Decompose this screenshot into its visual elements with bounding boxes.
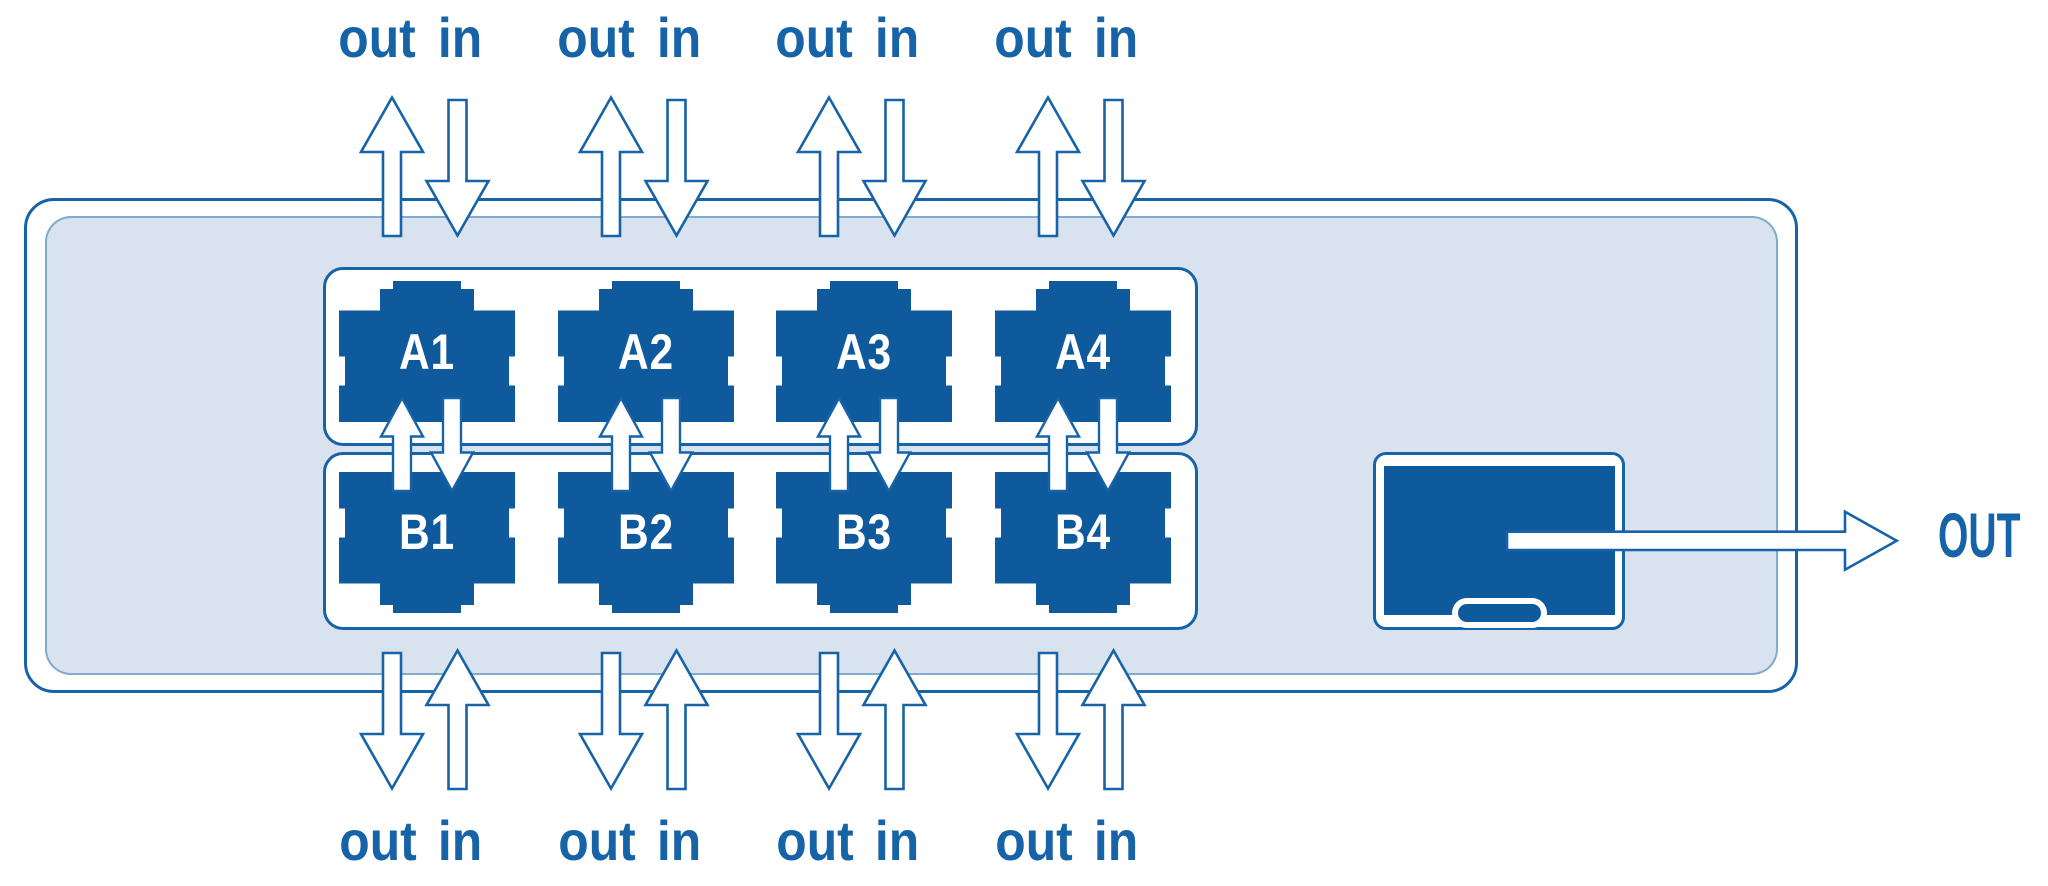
port-a3-label: A3 [835, 324, 893, 380]
in-label-top-1: in [437, 6, 483, 69]
in-label-top-4: in [1093, 6, 1139, 69]
ab-link-arrows-3 [816, 396, 912, 493]
out-label-top-1: out [338, 6, 416, 69]
bottom-io-arrows-3 [796, 649, 927, 791]
in-down-arrow-icon [862, 98, 927, 237]
link-up-arrow-icon [816, 396, 862, 493]
out-label-bottom-2: out [558, 809, 636, 872]
port-a4-label: A4 [1054, 324, 1112, 380]
out-down-arrow-icon [359, 651, 425, 790]
port-b3-label: B3 [835, 504, 893, 560]
in-label-bottom-1: in [437, 809, 483, 872]
out-down-arrow-icon [796, 651, 862, 790]
link-up-arrow-icon [379, 396, 425, 493]
in-down-arrow-icon [644, 98, 709, 237]
in-up-arrow-icon [644, 649, 709, 791]
in-up-arrow-icon [425, 649, 490, 791]
ab-link-arrows-4 [1035, 396, 1131, 493]
top-io-arrows-1 [359, 96, 490, 238]
out-label-top-2: out [557, 6, 635, 69]
out-main-label: OUT [1938, 501, 2021, 571]
link-up-arrow-icon [1035, 396, 1081, 493]
in-down-arrow-icon [1081, 98, 1146, 237]
bottom-io-arrows-2 [578, 649, 709, 791]
link-down-arrow-icon [648, 396, 694, 493]
ab-link-arrows-2 [598, 396, 694, 493]
link-down-arrow-icon [866, 396, 912, 493]
ab-link-arrows-1 [379, 396, 475, 493]
out-label-top-3: out [775, 6, 853, 69]
out-up-arrow-icon [359, 96, 425, 238]
link-down-arrow-icon [1085, 396, 1131, 493]
link-down-arrow-icon [429, 396, 475, 493]
out-down-arrow-icon [578, 651, 644, 790]
port-a1-label: A1 [398, 324, 456, 380]
out-flow-arrow-icon [1505, 509, 1900, 572]
out-label-bottom-1: out [339, 809, 417, 872]
port-a2-label: A2 [617, 324, 675, 380]
bottom-io-arrows-1 [359, 649, 490, 791]
bottom-io-arrows-4 [1015, 649, 1146, 791]
out-label-top-4: out [994, 6, 1072, 69]
in-label-bottom-2: in [656, 809, 702, 872]
out-up-arrow-icon [796, 96, 862, 238]
in-label-top-3: in [874, 6, 920, 69]
in-up-arrow-icon [1081, 649, 1146, 791]
out-down-arrow-icon [1015, 651, 1081, 790]
top-io-arrows-2 [578, 96, 709, 238]
in-label-bottom-4: in [1093, 809, 1139, 872]
port-b2-label: B2 [617, 504, 675, 560]
port-b4-label: B4 [1054, 504, 1112, 560]
in-label-top-2: in [656, 6, 702, 69]
in-label-bottom-3: in [874, 809, 920, 872]
top-io-arrows-3 [796, 96, 927, 238]
monitor-stand-pill [1452, 598, 1547, 628]
out-label-bottom-3: out [776, 809, 854, 872]
link-up-arrow-icon [598, 396, 644, 493]
in-up-arrow-icon [862, 649, 927, 791]
top-io-arrows-4 [1015, 96, 1146, 238]
out-label-bottom-4: out [995, 809, 1073, 872]
out-up-arrow-icon [578, 96, 644, 238]
port-b1-label: B1 [398, 504, 456, 560]
out-up-arrow-icon [1015, 96, 1081, 238]
in-down-arrow-icon [425, 98, 490, 237]
